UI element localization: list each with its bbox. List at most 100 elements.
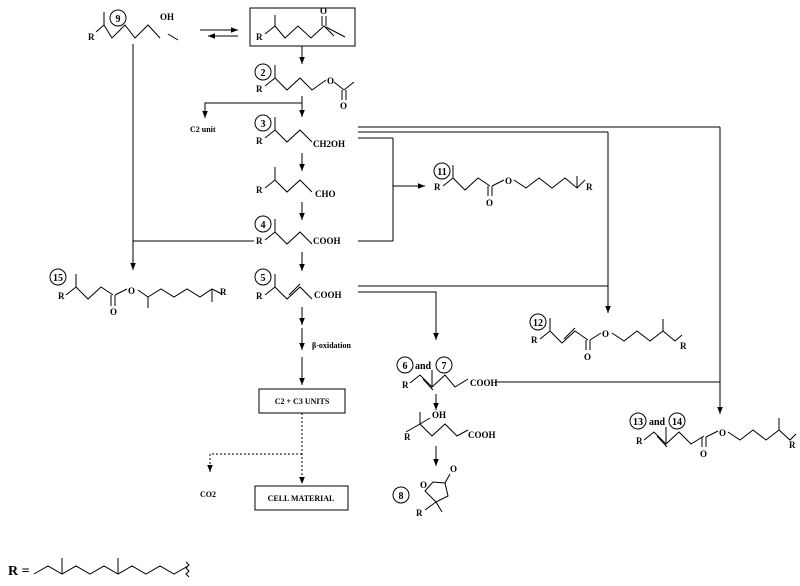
beta-oxidation-label: β-oxidation (312, 341, 351, 350)
compound-2-o-c-bond (333, 81, 345, 91)
compound-9-skeleton (95, 24, 161, 39)
compound-2-r: R (256, 84, 263, 94)
compound-8-number-circle (392, 486, 410, 504)
compound-8-carbonyl (444, 473, 451, 484)
hydroxy-acid-oh: OH (432, 410, 446, 420)
compound-7-number-circle (435, 356, 453, 374)
compound-6-7-cooh: COOH (470, 378, 498, 388)
compound-6-7-double-bond (422, 378, 434, 391)
compound-15-c-o-bond (114, 288, 128, 296)
compound-3-skeleton (264, 129, 313, 143)
compound-15-o-carbonyl: O (110, 307, 117, 317)
compound-5-skeleton (264, 286, 313, 300)
cell-material-label: CELL MATERIAL (268, 494, 335, 503)
compound-2-number-circle (254, 63, 272, 81)
compound-13-14-o-ester: O (719, 428, 726, 438)
compound-4: 4 COOH R (254, 215, 341, 246)
compound-13-14-r1: R (636, 436, 643, 446)
compound-4-number-circle (254, 215, 272, 233)
ketone-terminal-methyl (325, 26, 346, 38)
compound-6-7-and: and (415, 361, 432, 372)
dashed-arrow-to-co2 (207, 453, 302, 472)
r-group-definition: R = (8, 558, 190, 579)
r-group-wavy-bond (185, 561, 190, 578)
compound-13-14-and: and (649, 417, 666, 428)
compound-2: 2 O O R (254, 63, 355, 111)
compound-8-o-carbonyl: O (450, 464, 457, 474)
compound-9-oh: OH (160, 12, 174, 22)
compound-3-ch2oh: CH2OH (313, 139, 345, 149)
c2-unit-label: C2 unit (190, 125, 216, 134)
compound-2-skeleton (264, 77, 327, 91)
compound-2-number: 2 (261, 68, 266, 79)
compound-ketone: O R (249, 6, 356, 47)
compound-12-o-ester: O (602, 329, 609, 339)
compound-5-r: R (256, 291, 263, 301)
ketone-r: R (256, 32, 263, 42)
compound-8-o-ring: O (420, 480, 427, 490)
compound-15-alcohol-skeleton (147, 288, 223, 298)
compound-15-r2: R (220, 287, 227, 297)
ketone-o: O (320, 6, 327, 16)
compound-hydroxy-acid: OH COOH R (404, 410, 496, 442)
compound-15: 15 O O R R (49, 268, 227, 317)
compound-4-cooh: COOH (313, 236, 341, 246)
c2-c3-units-node: C2 + C3 UNITS (258, 388, 346, 414)
aldehyde-cho: CHO (315, 189, 336, 199)
compound-8-r-bond (424, 501, 437, 511)
compound-3: 3 CH2OH R (254, 114, 345, 149)
hydroxy-acid-skeleton (405, 423, 469, 437)
compound-5-number: 5 (261, 273, 266, 284)
compound-12-o-carbonyl: O (584, 352, 591, 362)
compound-12-number: 12 (533, 318, 543, 329)
cell-material-node: CELL MATERIAL (254, 485, 349, 511)
hydroxy-acid-r: R (404, 432, 411, 442)
compound-8-number: 8 (399, 491, 404, 502)
compound-2-acetyl-methyl (343, 81, 355, 91)
compound-13-14-r2: R (789, 440, 796, 450)
compound-12-double-bond (563, 327, 576, 340)
hydroxy-acid-c-oh-bond (419, 417, 431, 425)
c2-c3-units-label: C2 + C3 UNITS (275, 397, 330, 406)
arrow-5-to-6-7 (358, 291, 439, 340)
arrow-to-c2-unit (202, 102, 302, 118)
compound-15-number: 15 (53, 273, 63, 284)
compound-13-number-circle (629, 412, 647, 430)
compound-15-acid-skeleton (65, 286, 114, 300)
aldehyde-r: R (256, 185, 263, 195)
compound-11-alcohol-skeleton (513, 177, 586, 189)
compound-2-o-ester: O (327, 76, 334, 86)
compound-3-number-circle (254, 114, 272, 132)
compound-13-number: 13 (633, 417, 643, 428)
compound-5-double-bond (288, 283, 301, 296)
compound-8-methyl (435, 501, 443, 513)
compound-6-number-circle (396, 356, 414, 374)
compound-9-terminal-methyl (167, 33, 179, 41)
compound-8: 8 O O R (392, 464, 457, 518)
compound-11-r1: R (434, 182, 441, 192)
compound-aldehyde: CHO R (256, 167, 336, 199)
compound-6-7: 6 and 7 COOH R (396, 356, 498, 391)
compound-6-7-r: R (402, 380, 409, 390)
compound-15-number-circle (49, 268, 67, 286)
compound-11-o-ester: O (505, 176, 512, 186)
compound-11-r2: R (586, 182, 593, 192)
compound-12-r2: R (680, 341, 687, 351)
compound-12-r1: R (531, 335, 538, 345)
compound-3-number: 3 (261, 119, 266, 130)
compound-13-14-acid-skeleton (643, 431, 705, 445)
compound-11: 11 O O R R (433, 162, 593, 208)
compound-5-number-circle (254, 268, 272, 286)
compound-5-cooh: COOH (314, 290, 342, 300)
compound-12-alcohol-skeleton (611, 330, 683, 342)
compound-3-r: R (256, 136, 263, 146)
compound-9-number-circle (109, 9, 127, 27)
compound-12-acid-skeleton (539, 330, 589, 344)
compound-12: 12 O O R R (529, 313, 687, 362)
compound-9: 9 OH R (88, 9, 179, 42)
compound-9-r: R (88, 32, 95, 42)
compound-8-r: R (416, 508, 423, 518)
compound-11-o-carbonyl: O (486, 198, 493, 208)
compound-4-skeleton (264, 231, 313, 245)
compound-2-o-carbonyl: O (340, 101, 347, 111)
